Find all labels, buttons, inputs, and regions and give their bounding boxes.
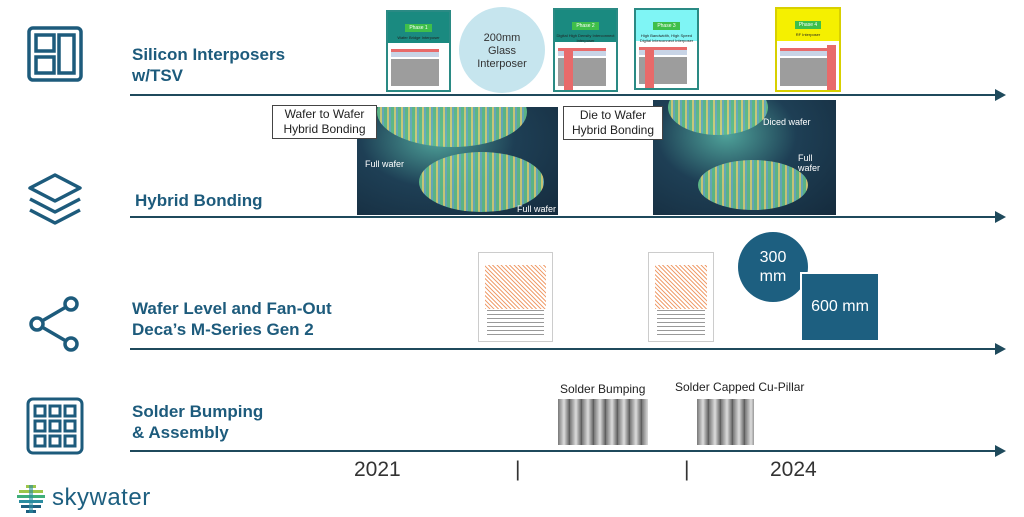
timeline-arrow-solder [130, 450, 996, 452]
arrowhead [995, 89, 1006, 101]
layers-icon [28, 173, 82, 225]
skywater-logo-text: skywater [52, 484, 151, 511]
timeline-arrow-wafer-level [130, 348, 996, 350]
year-separator: | [515, 458, 521, 481]
solder-bumping-image [558, 399, 648, 445]
year-separator: | [684, 458, 690, 481]
arrowhead [995, 211, 1006, 223]
cu-pillar-label: Solder Capped Cu-Pillar [675, 380, 805, 394]
timeline-arrow-hybrid [130, 216, 996, 218]
600mm-badge: 600 mm [800, 272, 880, 342]
year-2024: 2024 [770, 458, 817, 481]
m-series-doc-1 [478, 252, 553, 342]
year-2021: 2021 [354, 458, 401, 481]
cu-pillar-image [697, 399, 754, 445]
arrowhead [995, 343, 1006, 355]
m-series-doc-2 [648, 252, 714, 342]
row-title-hybrid-bonding: Hybrid Bonding [135, 191, 263, 210]
timeline-arrow-interposers [130, 94, 996, 96]
share-nodes-icon [29, 296, 79, 352]
row-title-solder: Solder Bumping& Assembly [132, 402, 264, 442]
die-to-wafer-photo: Diced wafer Full wafer [653, 100, 836, 215]
wafer-to-wafer-photo: Full wafer Full wafer [357, 107, 558, 215]
layout-panels-icon [27, 26, 83, 82]
grid-icon [26, 397, 84, 455]
arrowhead [995, 445, 1006, 457]
solder-bumping-label: Solder Bumping [560, 382, 646, 396]
skywater-logo-icon [17, 485, 45, 513]
